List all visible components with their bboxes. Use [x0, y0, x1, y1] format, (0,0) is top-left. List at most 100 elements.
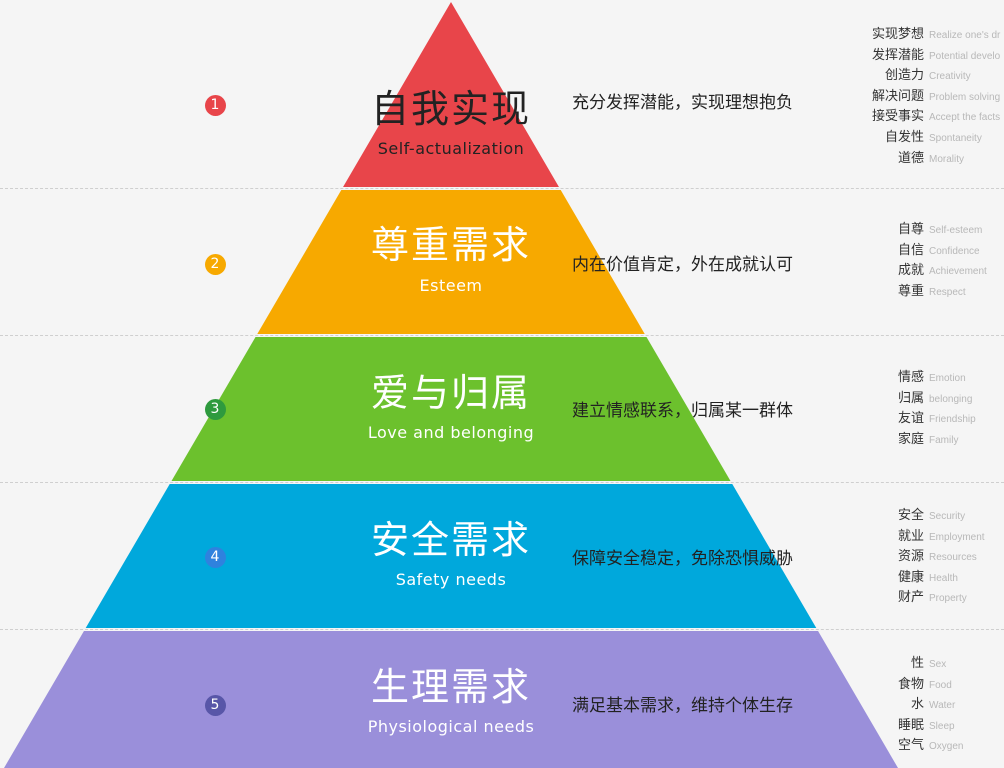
trait-translation: Friendship — [929, 414, 976, 426]
trait-item: 成就 Achievement — [840, 259, 1004, 280]
trait-item: 接受事实 Accept the facts — [840, 105, 1004, 126]
pyramid-layer — [4, 631, 898, 768]
trait-item: 创造力 Creativity — [840, 64, 1004, 85]
level-divider — [0, 335, 1004, 336]
level-title: 安全需求 — [370, 518, 531, 562]
level-title: 生理需求 — [370, 665, 531, 709]
trait-translation: Family — [929, 434, 959, 446]
trait-translation: Realize one's dr — [929, 30, 1001, 41]
trait-translation: Respect — [929, 286, 966, 298]
level-title: 尊重需求 — [370, 223, 531, 267]
pyramid-layer — [85, 484, 817, 628]
level-subtitle: Esteem — [419, 276, 483, 295]
level-number-badge: 3 — [204, 398, 226, 420]
trait-label: 健康 — [897, 569, 924, 585]
trait-label: 道德 — [897, 150, 924, 166]
pyramid-layer — [171, 337, 731, 481]
level-description: 内在价值肯定，外在成就认可 — [572, 255, 793, 275]
trait-translation: Sex — [929, 659, 947, 670]
level-description: 满足基本需求，维持个体生存 — [572, 696, 793, 716]
trait-translation: Self-esteem — [929, 225, 983, 236]
trait-translation: Sleep — [929, 720, 955, 732]
trait-item: 财产 Property — [840, 586, 1004, 607]
trait-translation: Spontaneity — [929, 132, 982, 144]
trait-item: 实现梦想 Realize one's dr — [840, 23, 1004, 44]
trait-translation: Health — [929, 572, 958, 584]
trait-item: 性 Sex — [840, 652, 1004, 673]
trait-item: 发挥潜能 Potential develo — [840, 44, 1004, 65]
trait-label: 尊重 — [897, 283, 924, 299]
trait-label: 创造力 — [884, 68, 924, 84]
trait-label: 成就 — [897, 263, 924, 279]
level-number-badge: 4 — [204, 546, 226, 568]
trait-label: 资源 — [897, 549, 924, 565]
trait-label: 友谊 — [897, 411, 924, 427]
trait-item: 睡眠 Sleep — [840, 714, 1004, 735]
trait-translation: Property — [929, 593, 967, 605]
trait-translation: Morality — [929, 153, 965, 165]
trait-label: 自信 — [897, 242, 924, 258]
trait-list: 实现梦想 Realize one's dr 发挥潜能 Potential develo… — [840, 23, 1004, 167]
trait-label: 家庭 — [897, 431, 924, 447]
trait-item: 尊重 Respect — [840, 280, 1004, 301]
trait-label: 安全 — [897, 508, 924, 523]
trait-label: 空气 — [897, 738, 924, 754]
trait-label: 实现梦想 — [871, 27, 924, 42]
level-divider — [0, 188, 1004, 189]
trait-translation: Resources — [929, 552, 977, 564]
level-divider — [0, 629, 1004, 630]
trait-label: 睡眠 — [897, 717, 924, 733]
trait-label: 财产 — [897, 590, 924, 606]
trait-translation: Security — [929, 511, 966, 522]
trait-item: 食物 Food — [840, 673, 1004, 694]
trait-label: 发挥潜能 — [871, 47, 924, 63]
level-number-badge: 2 — [204, 253, 226, 275]
trait-item: 自尊 Self-esteem — [840, 218, 1004, 239]
level-description: 充分发挥潜能，实现理想抱负 — [572, 93, 793, 113]
level-title: 爱与归属 — [370, 371, 531, 415]
trait-item: 友谊 Friendship — [840, 407, 1004, 428]
level-subtitle: Safety needs — [395, 570, 507, 589]
trait-item: 空气 Oxygen — [840, 734, 1004, 755]
level-description: 保障安全稳定，免除恐惧威胁 — [572, 549, 793, 569]
trait-label: 性 — [910, 656, 924, 671]
trait-translation: Creativity — [929, 71, 971, 83]
level-subtitle: Physiological needs — [367, 717, 535, 736]
trait-label: 接受事实 — [871, 109, 924, 125]
trait-label: 归属 — [897, 390, 924, 406]
trait-item: 资源 Resources — [840, 545, 1004, 566]
trait-label: 水 — [910, 697, 924, 713]
trait-item: 情感 Emotion — [840, 366, 1004, 387]
trait-label: 食物 — [897, 676, 924, 692]
trait-label: 情感 — [897, 370, 924, 385]
level-description: 建立情感联系，归属某一群体 — [572, 401, 793, 421]
trait-translation: Potential develo — [929, 50, 1001, 62]
level-title: 自我实现 — [370, 87, 531, 131]
trait-translation: Food — [929, 679, 952, 691]
trait-translation: Emotion — [929, 373, 966, 384]
trait-item: 自信 Confidence — [840, 239, 1004, 260]
trait-translation: Confidence — [929, 245, 980, 257]
trait-item: 安全 Security — [840, 504, 1004, 525]
trait-translation: Achievement — [929, 266, 987, 278]
level-subtitle: Self-actualization — [377, 139, 525, 158]
trait-item: 道德 Morality — [840, 147, 1004, 168]
trait-label: 解决问题 — [871, 88, 924, 104]
level-number-badge: 5 — [204, 694, 226, 716]
trait-list: 自尊 Self-esteem 自信 Confidence 成就 Achievement 尊重… — [840, 218, 1004, 300]
pyramid-layer — [343, 2, 559, 187]
trait-translation: Accept the facts — [929, 112, 1001, 124]
trait-label: 自尊 — [897, 222, 924, 237]
level-number-badge: 1 — [204, 94, 226, 116]
trait-item: 健康 Health — [840, 566, 1004, 587]
trait-label: 自发性 — [884, 129, 924, 145]
trait-translation: Oxygen — [929, 741, 964, 753]
trait-label: 就业 — [897, 528, 924, 544]
